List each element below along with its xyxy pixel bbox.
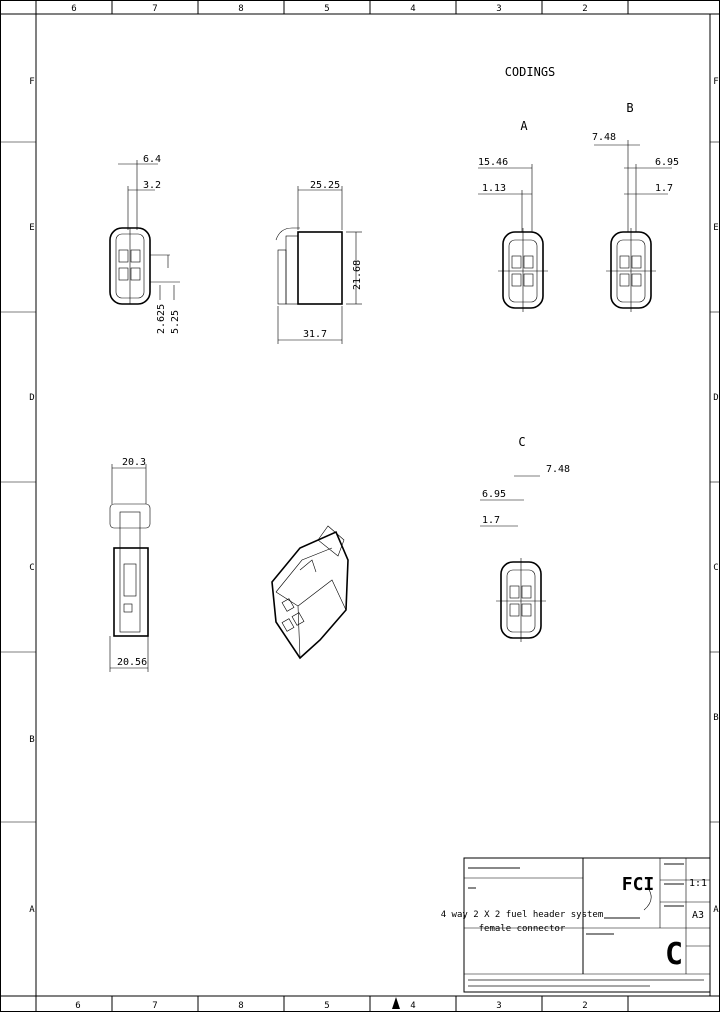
dim-coding-c-2: 6.95 <box>482 489 506 500</box>
scale-value: 1:1 <box>689 878 707 889</box>
zone-label: 3 <box>496 4 501 14</box>
drawing-title-line-2: female connector <box>479 924 566 934</box>
dim-front-top-1: 6.4 <box>143 154 161 165</box>
zone-label: 6 <box>75 1001 80 1011</box>
dim-coding-b-right-1: 6.95 <box>655 157 679 168</box>
brand-logo: FCI <box>622 874 655 895</box>
dim-coding-a-2: 1.13 <box>482 183 506 194</box>
bottom-view: 20.3 20.56 <box>109 457 151 672</box>
zone-label: F <box>713 77 718 87</box>
dim-front-top-2: 3.2 <box>143 180 161 191</box>
zone-label: 5 <box>324 4 329 14</box>
zone-label: 4 <box>410 1001 415 1011</box>
title-block: 4 way 2 X 2 fuel header system female co… <box>441 857 711 993</box>
zone-label: D <box>713 393 718 403</box>
zone-label: E <box>713 223 718 233</box>
size-value: A3 <box>692 910 704 921</box>
zone-label: 2 <box>582 1001 587 1011</box>
dim-side-top: 25.25 <box>310 180 340 191</box>
zone-label: C <box>713 563 718 573</box>
zone-label: A <box>29 905 35 915</box>
zone-label: 8 <box>238 1001 243 1011</box>
top-zone-labels: 6 7 8 5 4 3 2 <box>71 4 587 14</box>
triangle-up-icon <box>392 997 400 1009</box>
bottom-zone-labels: 6 7 8 5 4 3 2 <box>75 1001 587 1011</box>
coding-a-label: A <box>520 119 528 133</box>
zone-label: 5 <box>324 1001 329 1011</box>
zone-label: E <box>29 223 34 233</box>
right-zone-labels: F E D C B A <box>713 77 719 915</box>
dim-side-height: 21.68 <box>352 260 363 290</box>
coding-c-view: C 7.48 6.95 1.7 <box>480 435 570 642</box>
coding-c-label: C <box>518 435 525 449</box>
zone-label: A <box>713 905 719 915</box>
zone-label: 2 <box>582 4 587 14</box>
zone-label: D <box>29 393 34 403</box>
drawing-title-line-1: 4 way 2 X 2 fuel header system <box>441 910 604 920</box>
zone-label: F <box>29 77 34 87</box>
revision-letter: C <box>665 937 683 972</box>
zone-label: B <box>29 735 34 745</box>
dim-bottom-view-bottom: 20.56 <box>117 657 147 668</box>
zone-label: 7 <box>152 1001 157 1011</box>
side-view: 25.25 21.68 31.7 <box>275 180 363 344</box>
dim-bottom-view-top: 20.3 <box>122 457 146 468</box>
dim-side-length: 31.7 <box>303 329 327 340</box>
zone-label: 4 <box>410 4 415 14</box>
isometric-view <box>271 525 349 660</box>
codings-title: CODINGS <box>505 65 556 79</box>
dim-coding-c-3: 1.7 <box>482 515 500 526</box>
dim-coding-b-right-2: 1.7 <box>655 183 673 194</box>
zone-label: 6 <box>71 4 76 14</box>
dim-coding-b-left: 7.48 <box>592 132 616 143</box>
dim-front-vertical-2: 5.25 <box>170 310 181 334</box>
zone-label: C <box>29 563 34 573</box>
front-view: 6.4 3.2 2.625 5.25 <box>109 154 181 334</box>
coding-b-view: B 7.48 6.95 1.7 <box>592 101 679 312</box>
zone-label: 3 <box>496 1001 501 1011</box>
zone-label: 7 <box>152 4 157 14</box>
dim-front-vertical-1: 2.625 <box>156 304 167 334</box>
coding-a-view: A 15.46 1.13 <box>478 119 548 312</box>
zone-label: 8 <box>238 4 243 14</box>
left-zone-labels: F E D C B A <box>29 77 35 915</box>
dim-coding-c-1: 7.48 <box>546 464 570 475</box>
zone-label: B <box>713 713 718 723</box>
dim-coding-a-1: 15.46 <box>478 157 508 168</box>
coding-b-label: B <box>626 101 633 115</box>
